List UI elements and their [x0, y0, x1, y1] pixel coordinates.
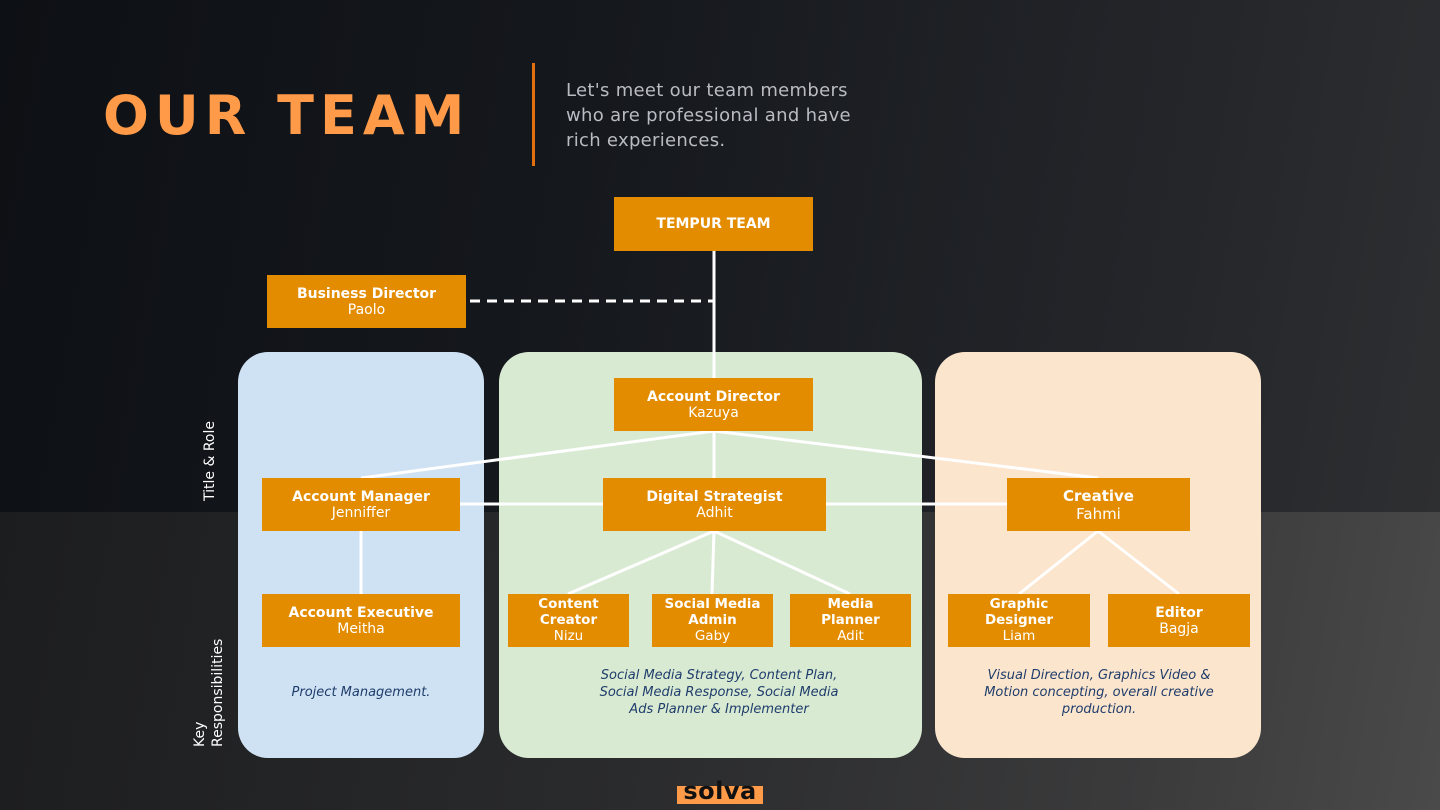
connector-creative-to-gd: [1018, 529, 1099, 596]
node-role-line1: Social Media: [664, 596, 761, 612]
logo-text: solva: [683, 777, 757, 805]
node-account-manager: Account Manager Jenniffer: [262, 478, 460, 531]
connector-creative-to-editor: [1097, 529, 1180, 596]
node-editor: Editor Bagja: [1108, 594, 1250, 647]
node-content-creator: Content Creator Nizu: [508, 594, 629, 647]
responsibility-account: Project Management.: [291, 685, 431, 700]
node-media-planner: Media Planner Adit: [790, 594, 911, 647]
node-name: Kazuya: [688, 404, 739, 421]
node-creative: Creative Fahmi: [1007, 478, 1190, 531]
node-social-media-admin: Social Media Admin Gaby: [652, 594, 773, 647]
title-divider: [532, 63, 535, 166]
node-name: Adit: [837, 628, 864, 644]
node-business-director: Business Director Paolo: [267, 275, 466, 328]
node-role: Account Director: [647, 388, 780, 405]
node-name: Bagja: [1159, 620, 1199, 637]
node-name: Jenniffer: [331, 504, 391, 521]
node-account-director: Account Director Kazuya: [614, 378, 813, 431]
node-role: Account Executive: [288, 604, 434, 621]
node-digital-strategist: Digital Strategist Adhit: [603, 478, 826, 531]
connector-ds-to-sma: [710, 530, 716, 595]
connector-ds-to-cc: [567, 529, 715, 596]
node-role: Account Manager: [292, 488, 430, 505]
node-name: Gaby: [694, 628, 731, 644]
page-title: OUR TEAM: [103, 84, 471, 147]
node-role-line2: Planner: [821, 612, 880, 628]
solva-logo: solva: [677, 777, 763, 805]
creative-panel: [935, 352, 1261, 758]
node-role: Digital Strategist: [646, 488, 783, 505]
node-role: Business Director: [296, 285, 437, 302]
page-subtitle: Let's meet our team members who are prof…: [566, 80, 851, 151]
node-role: Creative: [1063, 486, 1134, 505]
node-account-executive: Account Executive Meitha: [262, 594, 460, 647]
node-role: Editor: [1155, 604, 1203, 621]
node-role-line1: Content: [538, 596, 599, 612]
connector-ad-to-creative: [713, 429, 1099, 480]
node-name: Liam: [1002, 628, 1036, 644]
node-role-line2: Creator: [539, 612, 598, 628]
connector-ds-to-mp: [713, 529, 851, 596]
node-tempur-team: TEMPUR TEAM: [614, 197, 813, 251]
node-name: Adhit: [696, 504, 733, 521]
connector-ad-to-am: [360, 429, 715, 480]
node-name: Paolo: [347, 301, 386, 318]
node-name: Fahmi: [1076, 504, 1121, 523]
node-name: Meitha: [337, 620, 385, 637]
node-role-line1: Graphic: [989, 596, 1049, 612]
node-name: Nizu: [553, 628, 584, 644]
node-role-line2: Admin: [688, 612, 737, 628]
node-role-line2: Designer: [984, 612, 1054, 628]
responsibility-creative: Visual Direction, Graphics Video & Motio…: [984, 668, 1214, 717]
node-role-line1: Media: [827, 596, 874, 612]
node-role: TEMPUR TEAM: [656, 216, 771, 232]
responsibility-digital: Social Media Strategy, Content Plan, Soc…: [599, 668, 839, 717]
node-graphic-designer: Graphic Designer Liam: [948, 594, 1090, 647]
